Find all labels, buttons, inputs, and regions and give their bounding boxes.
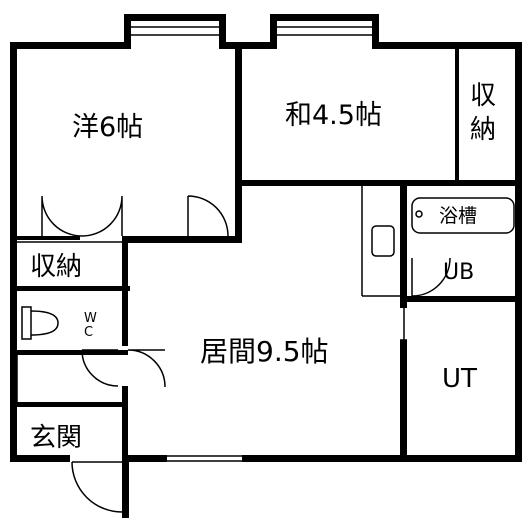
wall-living-top [122, 236, 242, 243]
room-label-storage-top: 収納 [470, 81, 496, 145]
wall-top-right [372, 42, 522, 49]
doors [41, 195, 451, 513]
toilet-icon [21, 306, 59, 340]
closet-door-right [81, 195, 123, 237]
wall-living-left [122, 236, 128, 346]
wall-top-left [10, 42, 125, 49]
wall-right [515, 42, 522, 462]
bathtub-icon [411, 197, 515, 234]
entrance-bay-right [122, 455, 129, 518]
room-label-bath: 浴槽 [439, 205, 477, 227]
wc-door [81, 349, 119, 387]
wall-storage-top [455, 42, 459, 182]
wall-western-japanese [235, 42, 242, 180]
room-label-ut: UT [442, 364, 477, 394]
western-room-door [187, 195, 229, 237]
wall-bottom-right [400, 455, 522, 462]
wall-ut-left [400, 340, 407, 460]
room-label-western: 洋6帖 [72, 112, 143, 143]
room-label-entrance: 玄関 [30, 423, 82, 453]
wall-ub-left [400, 186, 407, 301]
wall-wc-bottom [10, 350, 128, 355]
room-label-storage-left: 収納 [30, 252, 82, 282]
sink-icon [371, 225, 395, 257]
interior-walls [10, 42, 520, 460]
interior-details [16, 186, 515, 402]
room-label-ub: UB [443, 260, 474, 285]
drain-icon [415, 210, 423, 218]
room-label-living: 居間9.5帖 [200, 335, 329, 368]
wall-ub-bottom [400, 296, 520, 302]
ub-door [411, 257, 451, 297]
wall-japanese-bottom [235, 180, 520, 186]
wall-storage-left-bottom [10, 286, 130, 291]
windows [131, 26, 372, 462]
exterior-walls [10, 14, 522, 518]
entrance-door [71, 461, 123, 513]
wall-top-window-bay-2 [270, 14, 378, 21]
closet-door-left [41, 195, 83, 237]
living-door [127, 349, 166, 388]
wall-top-window-bay-1 [124, 14, 226, 21]
wall-left [10, 42, 17, 462]
wall-bottom-left [10, 455, 70, 462]
room-label-japanese: 和4.5帖 [285, 100, 382, 131]
